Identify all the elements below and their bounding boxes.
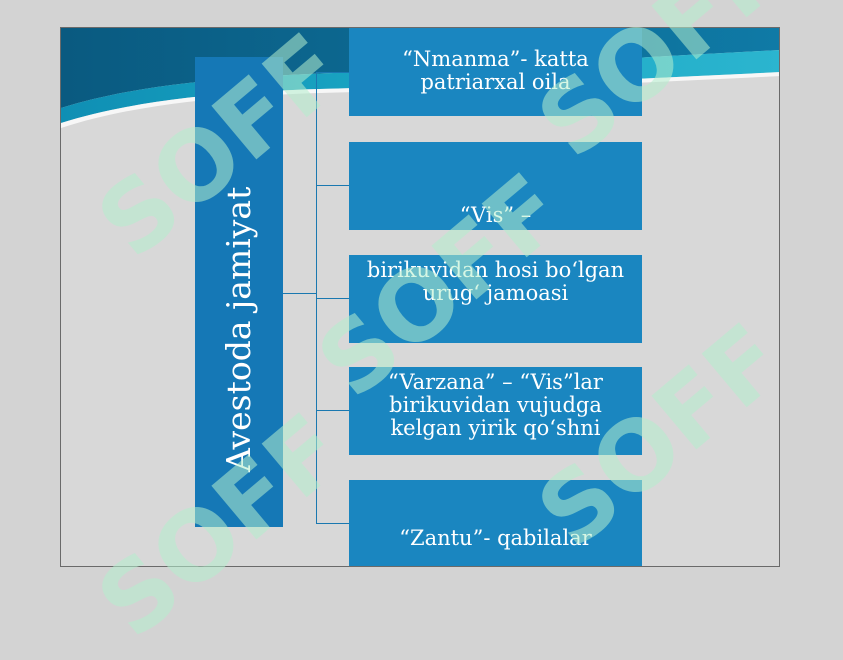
branch-box-4: “Varzana” – “Vis”lar birikuvidan vujudga… <box>349 367 642 455</box>
branch-box-2: “Vis” – <box>349 142 642 230</box>
connector-root-stub <box>283 293 317 294</box>
root-node: Avestoda jamiyat <box>195 57 283 527</box>
branch-text-5: “Zantu”- qabilalar <box>399 526 592 550</box>
branch-box-3: birikuvidan hosi bo‘lgan urug‘ jamoasi <box>349 255 642 343</box>
branch-text-1: “Nmanma”- katta patriarxal oila <box>402 47 589 94</box>
connector-branch-5 <box>316 523 349 524</box>
connector-branch-2 <box>316 185 349 186</box>
connector-branch-4 <box>316 410 349 411</box>
slide: Avestoda jamiyat “Nmanma”- katta patriar… <box>60 27 780 567</box>
branch-text-3: birikuvidan hosi bo‘lgan urug‘ jamoasi <box>366 258 625 305</box>
branch-text-2: “Vis” – <box>459 203 532 227</box>
branch-text-4: “Varzana” – “Vis”lar birikuvidan vujudga… <box>388 370 603 440</box>
connector-branch-3 <box>316 298 349 299</box>
connector-branch-1 <box>316 72 349 73</box>
root-node-label: Avestoda jamiyat <box>219 186 258 472</box>
branch-box-5: “Zantu”- qabilalar <box>349 480 642 566</box>
branch-box-1: “Nmanma”- katta patriarxal oila <box>349 28 642 116</box>
connector-trunk <box>316 72 317 523</box>
